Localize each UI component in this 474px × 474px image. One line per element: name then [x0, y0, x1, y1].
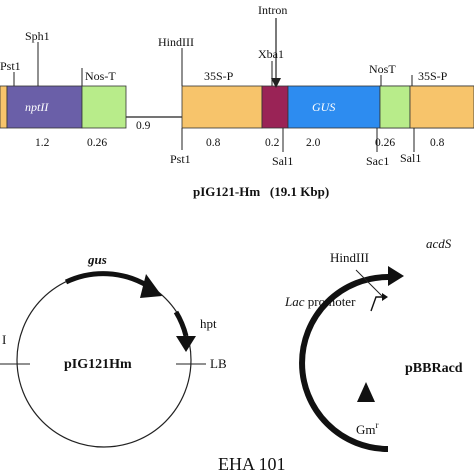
nptii-length: 1.2 — [35, 137, 50, 149]
intron-length: 0.2 — [265, 137, 280, 149]
hpt-arrowhead — [176, 336, 196, 352]
construct-caption: pIG121-Hm (19.1 Kbp) — [193, 184, 329, 199]
nptii-label: nptII — [25, 100, 49, 114]
p35s-segment-1 — [181, 85, 263, 129]
gus-arc — [64, 271, 150, 289]
sac1-label: Sac1 — [366, 154, 389, 168]
lac-promoter-arrowhead — [382, 293, 388, 301]
acds-arrowhead — [388, 266, 404, 286]
p35s-2-length: 0.8 — [430, 137, 445, 149]
p35s-1-length: 0.8 — [206, 137, 221, 149]
gm-label: Gmr — [356, 420, 379, 437]
hindiii-label: HindIII — [158, 35, 194, 49]
pst1-left-label: Pst1 — [0, 59, 21, 73]
pst1-bottom-label: Pst1 — [170, 152, 191, 166]
plasmid-left-name: pIG121Hm — [64, 357, 132, 372]
intron-pointer-arrowhead — [271, 78, 281, 88]
left-edge-segment — [0, 85, 8, 129]
hindiii-right-pointer — [355, 269, 383, 297]
nost-label: NosT — [369, 62, 396, 76]
hpt-arc — [173, 310, 189, 337]
plasmid-circle-right — [299, 274, 389, 452]
p35s-2-label: 35S-P — [418, 69, 448, 83]
sal1-1-label: Sal1 — [272, 154, 293, 168]
p35s-1-label: 35S-P — [204, 69, 234, 83]
gus-segment — [287, 85, 381, 129]
gm-arrowhead — [357, 382, 375, 402]
gm-text: Gm — [356, 422, 376, 437]
gus-length: 2.0 — [306, 137, 321, 149]
xba1-label: Xba1 — [258, 47, 284, 61]
strain-label: EHA 101 — [218, 454, 286, 474]
nost-length: 0.26 — [375, 137, 395, 149]
plasmid-pbbracds: HindIII acdS Lac promoter pBBRacd Gmr — [284, 236, 463, 452]
nos-t-segment — [81, 85, 127, 129]
lac-promoter-arrow — [370, 296, 384, 312]
linear-map: nptII GUS Pst1 Sph1 Nos-T HindIII 35S-P … — [0, 3, 474, 199]
nos-t-length: 0.26 — [87, 137, 107, 149]
sal1-2-label: Sal1 — [400, 151, 421, 165]
gus-arrowhead — [140, 274, 162, 298]
left-cut-label: I — [2, 332, 6, 347]
lb-label: LB — [210, 356, 227, 371]
lac-italic: Lac — [284, 294, 305, 309]
hpt-label: hpt — [200, 316, 217, 331]
gm-superscript: r — [376, 420, 379, 430]
nost-segment — [379, 85, 411, 129]
nos-t-label: Nos-T — [85, 69, 116, 83]
intron-label: Intron — [258, 3, 287, 17]
hindiii-right-label: HindIII — [330, 250, 369, 265]
acds-label: acdS — [426, 236, 452, 251]
gap-length: 0.9 — [136, 120, 151, 132]
sph1-label: Sph1 — [25, 29, 50, 43]
gus-label: GUS — [312, 100, 335, 114]
lac-rest: promoter — [305, 294, 357, 309]
lac-promoter-label: Lac promoter — [284, 294, 356, 309]
intron-segment — [261, 85, 289, 129]
plasmid-right-name: pBBRacd — [405, 361, 463, 376]
gus-arc-label: gus — [87, 252, 107, 267]
plasmid-pig121hm: gus hpt LB I pIG121Hm — [0, 252, 227, 448]
p35s-segment-2b — [409, 85, 474, 129]
